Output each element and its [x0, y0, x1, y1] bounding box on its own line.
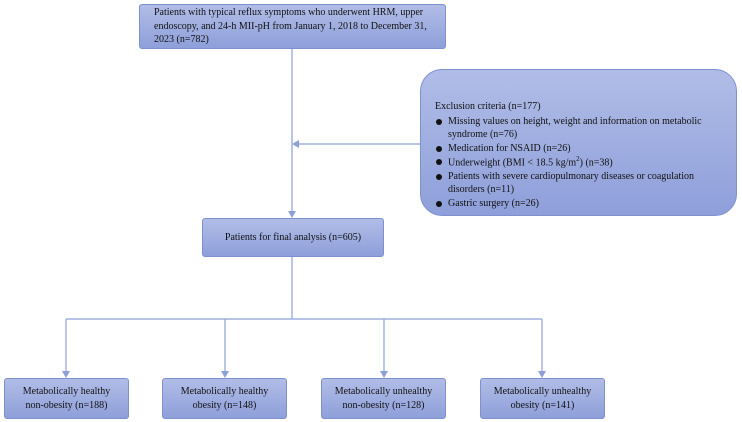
exclusion-list: Missing values on height, weight and inf…	[435, 115, 726, 211]
exclusion-item: Gastric surgery (n=26)	[435, 197, 726, 211]
final-analysis-box: Patients for final analysis (n=605)	[202, 218, 384, 257]
exclusion-item: Underweight (BMI < 18.5 kg/m2) (n=38)	[435, 155, 726, 170]
arrowhead-group-3	[380, 371, 388, 378]
final-analysis-text: Patients for final analysis (n=605)	[224, 231, 362, 243]
arrowhead-exclusion	[292, 140, 299, 148]
arrowhead-group-2	[221, 371, 229, 378]
exclusion-item: Missing values on height, weight and inf…	[435, 115, 726, 142]
arrowhead-final	[288, 211, 296, 218]
enrollment-box: Patients with typical reflux symptoms wh…	[139, 4, 446, 49]
exclusion-title: Exclusion criteria (n=177)	[435, 101, 541, 112]
exclusion-criteria-box: Exclusion criteria (n=177) Missing value…	[420, 69, 737, 216]
enrollment-text: Patients with typical reflux symptoms wh…	[154, 7, 427, 46]
arrowhead-group-4	[538, 371, 546, 378]
arrowhead-group-1	[62, 371, 70, 378]
exclusion-item: Medication for NSAID (n=26)	[435, 142, 726, 156]
exclusion-item: Patients with severe cardiopulmonary dis…	[435, 170, 726, 197]
